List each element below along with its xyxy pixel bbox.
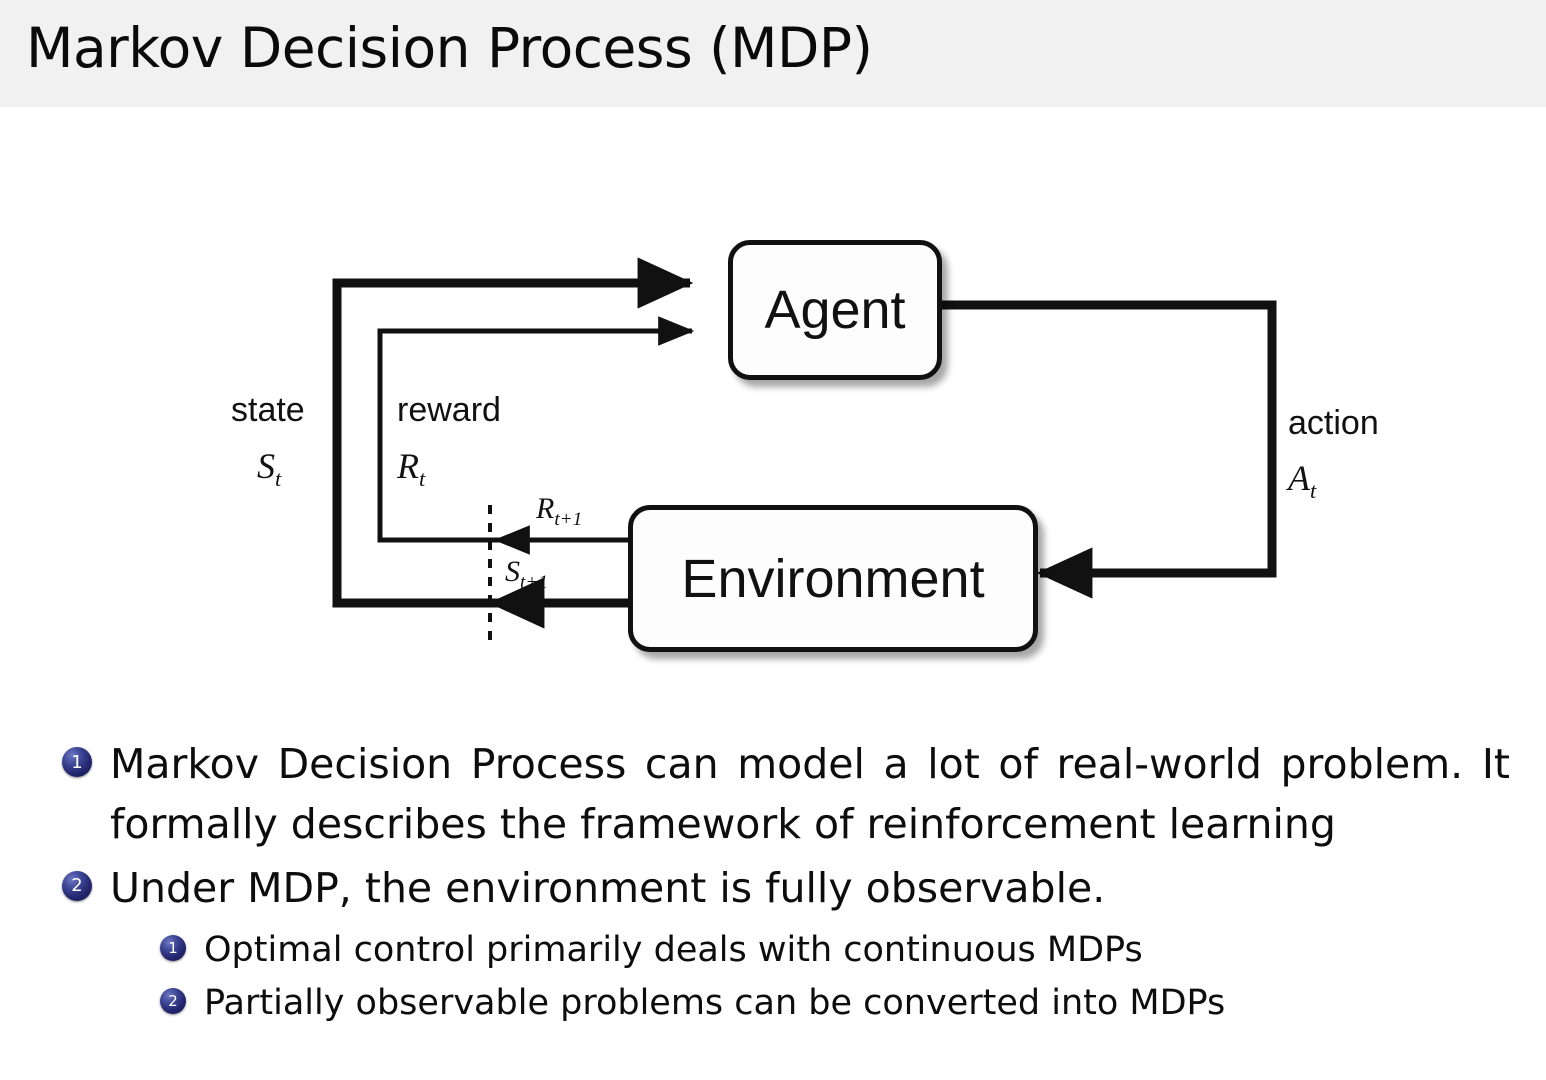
diagram-connectors xyxy=(332,257,1277,640)
state-label-symbol: St xyxy=(257,446,282,492)
sub-bullet-badge-2: 2 xyxy=(160,988,186,1015)
reward-label-word: reward xyxy=(397,391,501,429)
sub-bullet-text-1: Optimal control primarily deals with con… xyxy=(204,929,1143,970)
reward-feedback-path xyxy=(377,316,695,543)
reward-label-symbol: Rt xyxy=(397,446,426,492)
agent-node-label: Agent xyxy=(764,280,906,340)
bullet-text-2: Under MDP, the environment is fully obse… xyxy=(110,863,1106,912)
next-state-label: St+1 xyxy=(505,555,548,593)
bullet-badge-1: 1 xyxy=(62,747,92,777)
state-feedback-path xyxy=(332,257,694,608)
environment-node: Environment xyxy=(628,505,1038,652)
sub-bullet-text-2: Partially observable problems can be con… xyxy=(204,983,1226,1024)
bullet-item-2: 2 Under MDP, the environment is fully ob… xyxy=(62,859,1546,919)
action-label-symbol: At xyxy=(1288,458,1317,504)
next-reward-label: Rt+1 xyxy=(536,492,583,530)
action-path xyxy=(930,300,1277,599)
environment-node-label: Environment xyxy=(681,548,985,609)
sub-bullet-item-1: 1 Optimal control primarily deals with c… xyxy=(160,925,1546,977)
bullet-item-1: 1 Markov Decision Process can model a lo… xyxy=(62,735,1546,855)
sub-bullet-item-2: 2 Partially observable problems can be c… xyxy=(160,978,1546,1030)
bullet-badge-2: 2 xyxy=(62,870,92,901)
sub-bullet-badge-1: 1 xyxy=(160,934,186,961)
mdp-agent-environment-diagram: Agent Environment state St reward Rt act… xyxy=(0,107,1546,707)
action-label-word: action xyxy=(1288,404,1379,442)
slide-header-bar: Markov Decision Process (MDP) xyxy=(0,0,1546,107)
bullet-list: 1 Markov Decision Process can model a lo… xyxy=(0,735,1546,1030)
bullet-text-1: Markov Decision Process can model a lot … xyxy=(110,740,1510,848)
state-label-word: state xyxy=(231,391,305,429)
page-title: Markov Decision Process (MDP) xyxy=(26,16,873,80)
agent-node: Agent xyxy=(728,240,942,380)
